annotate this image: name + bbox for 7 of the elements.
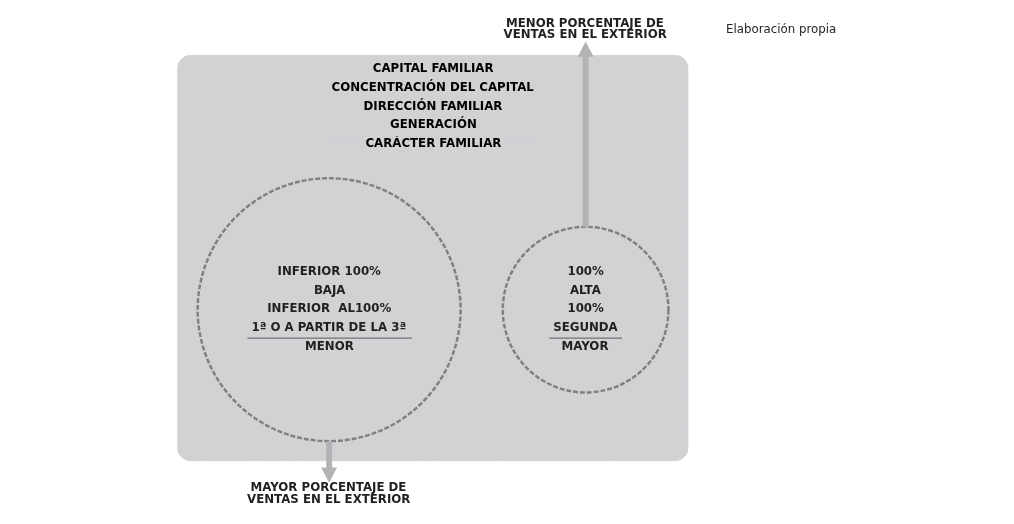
node-circle: INFERIOR 100% BAJA INFERIOR AL100% 1ª O A PARTIR DE LA 3ª MENOR <box>196 176 462 443</box>
node-text: MENOR PORCENTAJE DE VENTAS EN EL EXTERIOR <box>503 15 667 42</box>
arrow <box>577 41 594 227</box>
arrow <box>321 441 338 483</box>
node-circle: 100% ALTA 100% SEGUNDA MAYOR <box>501 225 670 394</box>
node-text: MAYOR PORCENTAJE DE VENTAS EN EL EXTERIOR <box>247 479 411 506</box>
label: Elaboración propia <box>726 21 837 36</box>
